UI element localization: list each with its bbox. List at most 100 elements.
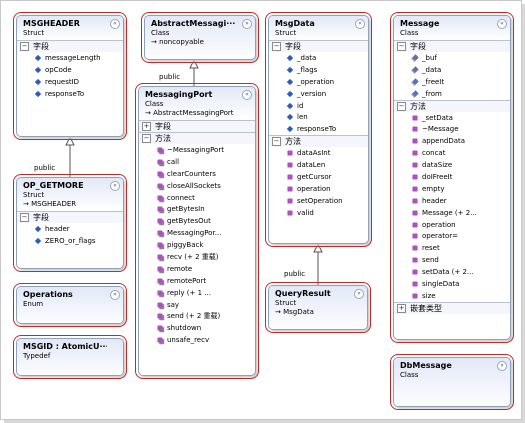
nested-types-section-header[interactable]: +嵌套类型	[394, 302, 510, 314]
collapse-minus-icon[interactable]: −	[272, 137, 281, 147]
fields-section-header[interactable]: −字段	[17, 212, 123, 223]
method-item[interactable]: dataSize	[394, 159, 510, 171]
messaging-port-box[interactable]: MessagingPort Class → AbstractMessagingP…	[135, 83, 259, 379]
methods-section-header[interactable]: −方法	[394, 100, 510, 112]
collapse-toggle-icon[interactable]: «	[110, 19, 120, 29]
field-item[interactable]: header	[17, 223, 123, 235]
fields-section-header[interactable]: −字段	[394, 41, 510, 52]
method-item[interactable]: dataLen	[269, 159, 368, 171]
method-item[interactable]: reply (+ 1 ...	[139, 287, 255, 299]
method-item[interactable]: size	[394, 290, 510, 302]
collapse-minus-icon[interactable]: −	[397, 101, 406, 111]
method-item[interactable]: concat	[394, 147, 510, 159]
field-item[interactable]: ZERO_or_flags	[17, 235, 123, 247]
field-item[interactable]: _data	[394, 64, 510, 76]
method-item[interactable]: unsafe_recv	[139, 334, 255, 346]
collapse-minus-icon[interactable]: −	[397, 42, 406, 51]
method-item[interactable]: remotePort	[139, 275, 255, 287]
operations-box[interactable]: Operations Enum »	[13, 283, 127, 327]
method-item[interactable]: Message (+ 2...	[394, 207, 510, 219]
method-item[interactable]: operation	[394, 219, 510, 231]
method-item[interactable]: _setData	[394, 112, 510, 124]
fields-section-header[interactable]: −字段	[269, 41, 368, 52]
field-item[interactable]: responseTo	[269, 123, 368, 135]
method-item[interactable]: clearCounters	[139, 168, 255, 180]
method-item[interactable]: getBytesOut	[139, 215, 255, 227]
method-item[interactable]: empty	[394, 183, 510, 195]
field-item[interactable]: _buf	[394, 52, 510, 64]
msgid-box[interactable]: MSGID : AtomicU··· Typedef	[13, 335, 127, 379]
method-item[interactable]: MessagingPor...	[139, 227, 255, 239]
field-item[interactable]: requestID	[17, 76, 123, 88]
method-item[interactable]: send (+ 2 重载)	[139, 310, 255, 322]
method-item[interactable]: recv (+ 2 重载)	[139, 251, 255, 263]
method-item[interactable]: appendData	[394, 135, 510, 147]
collapse-minus-icon[interactable]: −	[272, 42, 281, 51]
collapse-minus-icon[interactable]: −	[20, 42, 29, 51]
msgdata-box[interactable]: MsgData Struct « −字段 _data_flags_operati…	[265, 12, 372, 247]
member-label: _data	[297, 53, 317, 62]
field-item[interactable]: _operation	[269, 76, 368, 88]
method-item[interactable]: singleData	[394, 278, 510, 290]
field-item[interactable]: messageLength	[17, 52, 123, 64]
fields-section-header[interactable]: +字段	[139, 121, 255, 132]
method-item[interactable]: say	[139, 299, 255, 311]
field-icon	[411, 78, 419, 86]
abstract-messaging-port-box[interactable]: AbstractMessagi··· Class → noncopyable »	[141, 12, 259, 63]
expand-toggle-icon[interactable]: »	[242, 19, 252, 29]
method-item[interactable]: send	[394, 254, 510, 266]
field-item[interactable]: responseTo	[17, 88, 123, 100]
box-title: MSGHEADER	[23, 19, 80, 28]
method-item[interactable]: ~MessagingPort	[139, 144, 255, 156]
methods-section-header[interactable]: −方法	[269, 136, 368, 148]
message-box[interactable]: Message Class « −字段 _buf_data_freeIt_fro…	[390, 12, 514, 343]
member-label: dataAsInt	[297, 149, 331, 158]
db-message-box[interactable]: DbMessage Class »	[390, 354, 514, 410]
methods-section-header[interactable]: −方法	[139, 133, 255, 144]
method-item[interactable]: valid	[269, 207, 368, 219]
field-item[interactable]: len	[269, 111, 368, 123]
expand-toggle-icon[interactable]: »	[110, 290, 120, 300]
method-item[interactable]: piggyBack	[139, 239, 255, 251]
fields-section: −字段 _buf_data_freeIt_from	[394, 40, 510, 100]
field-item[interactable]: _from	[394, 88, 510, 100]
method-item[interactable]: setData (+ 2...	[394, 266, 510, 278]
method-item[interactable]: getCursor	[269, 171, 368, 183]
method-icon	[157, 206, 163, 212]
op-getmore-box[interactable]: OP_GETMORE Struct → MSGHEADER « −字段 head…	[13, 174, 127, 272]
expand-plus-icon[interactable]: +	[142, 122, 151, 131]
collapse-toggle-icon[interactable]: «	[110, 181, 120, 191]
collapse-toggle-icon[interactable]: «	[242, 90, 252, 100]
method-item[interactable]: getBytesIn	[139, 203, 255, 215]
collapse-toggle-icon[interactable]: «	[497, 19, 507, 29]
member-label: responseTo	[297, 125, 337, 134]
field-item[interactable]: opCode	[17, 64, 123, 76]
method-item[interactable]: header	[394, 195, 510, 207]
method-item[interactable]: reset	[394, 242, 510, 254]
fields-section-header[interactable]: −字段	[17, 41, 123, 52]
method-item[interactable]: call	[139, 156, 255, 168]
method-item[interactable]: operator=	[394, 230, 510, 242]
field-item[interactable]: _freeIt	[394, 76, 510, 88]
collapse-toggle-icon[interactable]: «	[355, 19, 365, 29]
field-item[interactable]: _data	[269, 52, 368, 64]
method-item[interactable]: operation	[269, 183, 368, 195]
method-item[interactable]: closeAllSockets	[139, 180, 255, 192]
method-item[interactable]: ~Message	[394, 123, 510, 135]
method-item[interactable]: setOperation	[269, 195, 368, 207]
expand-toggle-icon[interactable]: »	[354, 289, 364, 299]
method-item[interactable]: dataAsInt	[269, 147, 368, 159]
expand-toggle-icon[interactable]: »	[497, 361, 507, 371]
method-item[interactable]: shutdown	[139, 322, 255, 334]
field-item[interactable]: id	[269, 100, 368, 112]
field-item[interactable]: _flags	[269, 64, 368, 76]
collapse-minus-icon[interactable]: −	[142, 134, 151, 143]
method-item[interactable]: connect	[139, 192, 255, 204]
expand-plus-icon[interactable]: +	[397, 303, 406, 313]
collapse-minus-icon[interactable]: −	[20, 213, 29, 222]
field-item[interactable]: _version	[269, 88, 368, 100]
query-result-box[interactable]: QueryResult Struct → MsgData »	[265, 282, 371, 333]
method-item[interactable]: remote	[139, 263, 255, 275]
method-item[interactable]: doIFreeIt	[394, 171, 510, 183]
